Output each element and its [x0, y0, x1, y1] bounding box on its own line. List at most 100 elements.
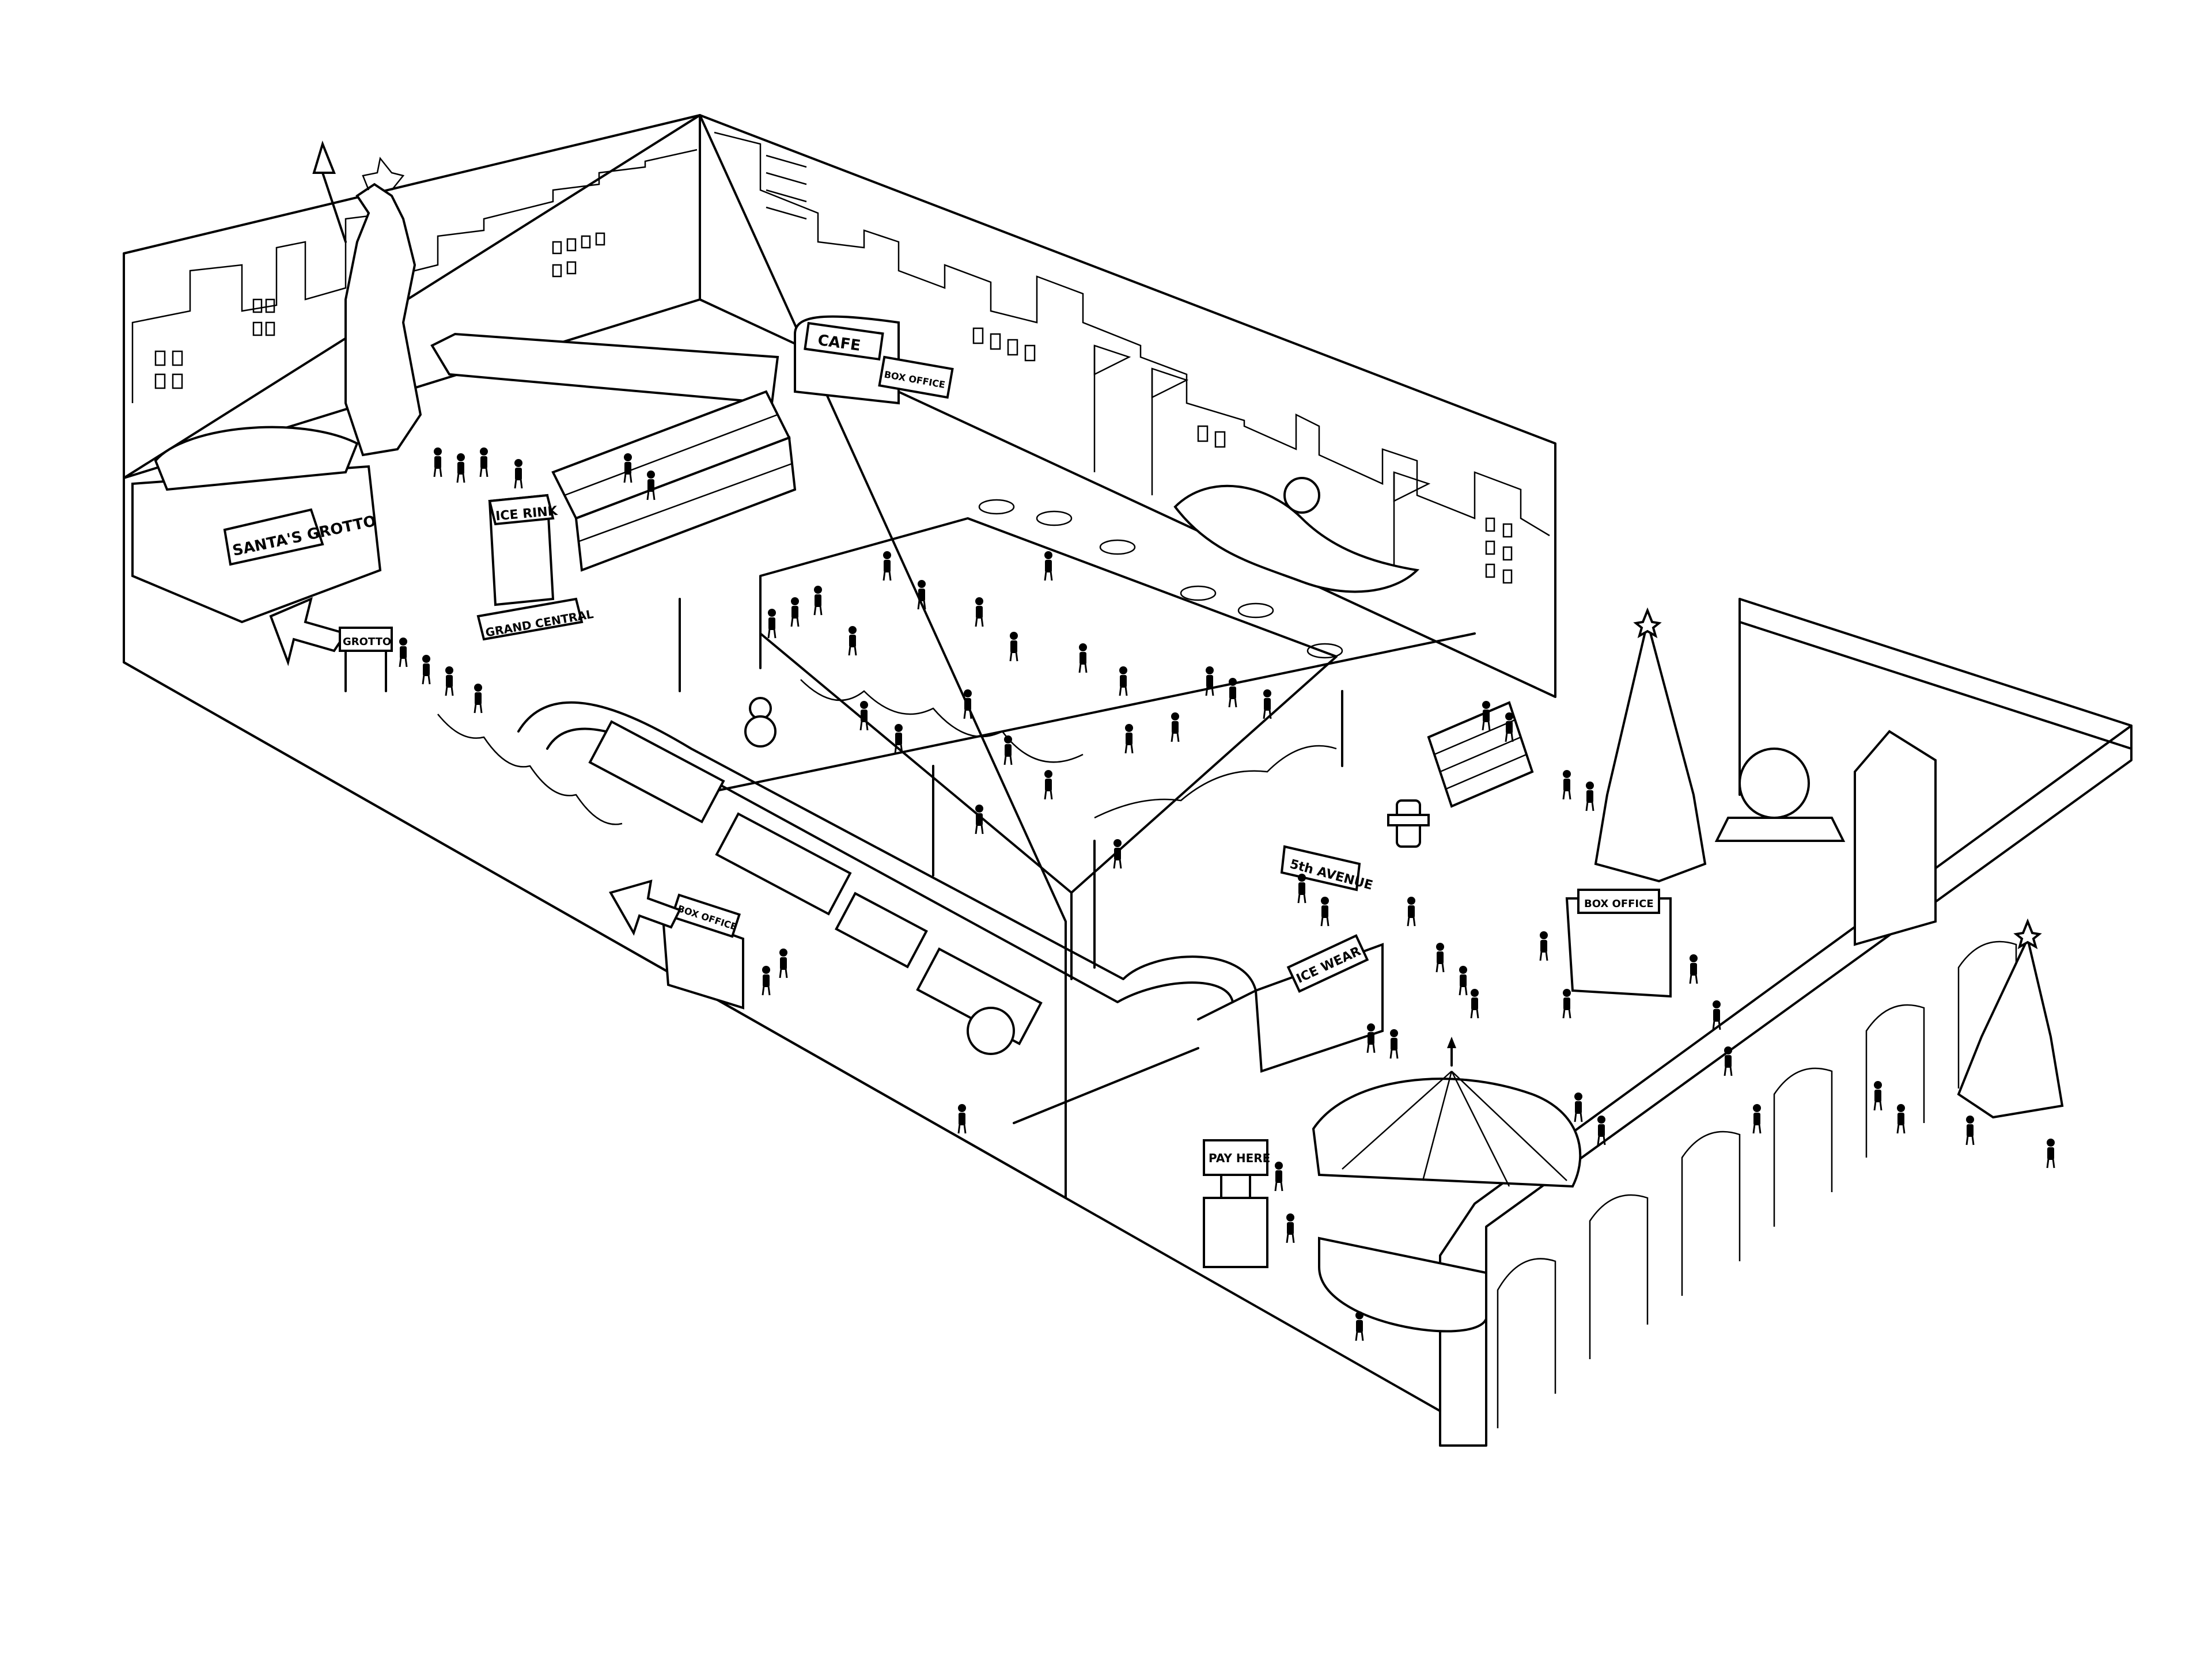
- christmas-tree-small-icon: [1957, 918, 2064, 1119]
- visitor-figure: [646, 471, 656, 500]
- visitor-figure: [762, 966, 771, 996]
- visitor-figure: [1435, 943, 1445, 973]
- visitor-figure: [1119, 666, 1128, 696]
- visitor-figure: [1574, 1093, 1583, 1122]
- visitor-figure: [790, 597, 800, 627]
- grotto-signpost: GROTTO: [339, 627, 393, 692]
- visitor-figure: [422, 655, 431, 685]
- visitor-figure: [1873, 1081, 1883, 1111]
- ice-rink-kiosk: ICE RINK: [488, 494, 559, 606]
- visitor-figure: [1752, 1104, 1762, 1134]
- visitor-figure: [1585, 782, 1594, 811]
- santas-grotto: SANTA'S GROTTO: [131, 426, 382, 666]
- skyline-windows-left: [154, 232, 605, 389]
- visitor-figure: [779, 949, 788, 978]
- visitor-figure: [1044, 770, 1053, 800]
- snow-globe: [1714, 748, 1846, 842]
- visitor-figure: [1044, 551, 1053, 581]
- visitor-figure: [1009, 632, 1018, 662]
- visitor-figure: [1320, 897, 1330, 927]
- visitor-figure: [767, 609, 777, 639]
- visitor-figure: [1205, 666, 1214, 696]
- visitor-figure: [1689, 954, 1698, 984]
- carousel: [1312, 1037, 1582, 1333]
- visitor-figure: [1562, 989, 1571, 1019]
- visitor-figure: [963, 689, 972, 719]
- visitor-figure: [1286, 1213, 1295, 1243]
- right-back-wall: [699, 114, 1556, 698]
- visitor-figure: [456, 453, 465, 483]
- visitors: [399, 447, 2055, 1341]
- visitor-figure: [445, 666, 454, 696]
- visitor-figure: [1482, 701, 1491, 731]
- visitor-figure: [433, 447, 442, 477]
- direction-arrow-icon: [608, 879, 681, 936]
- visitor-figure: [813, 586, 823, 616]
- locomotive-front-icon: [967, 1007, 1015, 1055]
- ice-rink: [679, 517, 1343, 980]
- visitor-figure: [1171, 712, 1180, 742]
- visitor-figure: [975, 805, 984, 834]
- visitor-figure: [1113, 839, 1122, 869]
- visitor-figure: [623, 453, 632, 483]
- visitor-figure: [848, 626, 857, 656]
- visitor-figure: [1407, 897, 1416, 927]
- visitor-figure: [894, 724, 903, 754]
- flags: [1093, 344, 1431, 576]
- entrance-arrow-icon: [269, 597, 348, 666]
- visitor-figure: [1712, 1000, 1721, 1030]
- golden-statue: [1173, 477, 1420, 593]
- rope-fence: [437, 714, 623, 825]
- visitor-figure: [917, 580, 926, 610]
- visitor-figure: [1724, 1046, 1733, 1076]
- visitor-figure: [1366, 1023, 1376, 1053]
- statue-of-liberty: [312, 140, 422, 457]
- floor-outline: [123, 114, 1476, 1447]
- visitor-figure: [1505, 712, 1514, 742]
- ice-wear-shop: ICE WEAR: [1254, 934, 1384, 1073]
- pay-here-sign: PAY HERE: [1209, 1151, 1270, 1165]
- visitor-figure: [1003, 735, 1013, 765]
- visitor-figure: [474, 684, 483, 714]
- visitor-figure: [1297, 874, 1306, 904]
- visitor-figure: [1389, 1029, 1399, 1059]
- visitor-figure: [859, 701, 869, 731]
- pay-here-booth: PAY HERE: [1203, 1139, 1270, 1268]
- visitor-figure: [882, 551, 892, 581]
- visitor-figure: [1562, 770, 1571, 800]
- visitor-figure: [975, 597, 984, 627]
- visitor-figure: [1539, 931, 1548, 961]
- fifth-avenue-signpost: 5th AVENUE: [1280, 845, 1374, 893]
- visitor-figure: [957, 1104, 967, 1134]
- banner-left-wall: [430, 332, 779, 405]
- visitor-figure: [1355, 1311, 1364, 1341]
- box-office-right: BOX OFFICE: [1565, 889, 1672, 998]
- cafe-tables: [978, 499, 1343, 659]
- visitor-figure: [399, 638, 408, 667]
- visitor-figure: [479, 447, 488, 477]
- skyline-windows-right: [766, 154, 1513, 584]
- visitor-figure: [1597, 1116, 1606, 1145]
- visitor-figure: [1965, 1116, 1975, 1145]
- visitor-figure: [1078, 643, 1088, 673]
- christmas-tree-large-icon: [1594, 607, 1707, 883]
- visitor-figure: [1470, 989, 1479, 1019]
- train: [588, 720, 1043, 1055]
- visitor-figure: [1124, 724, 1134, 754]
- visitor-figure: [1274, 1162, 1283, 1192]
- visitor-figure: [1459, 966, 1468, 996]
- visitor-figure: [1263, 689, 1272, 719]
- visitor-figure: [1228, 678, 1237, 708]
- cafe-building: CAFE BOX OFFICE: [794, 315, 954, 405]
- fire-hydrant-icon: [1387, 799, 1430, 848]
- visitor-figure: [514, 459, 523, 489]
- grotto-small-sign: GROTTO: [343, 636, 391, 648]
- house-facade: [1854, 730, 1937, 946]
- visitor-figure: [2046, 1139, 2055, 1169]
- steps: [1427, 701, 1534, 808]
- bleachers: [551, 390, 797, 572]
- box-office-right-sign: BOX OFFICE: [1584, 898, 1654, 910]
- box-office-left: BOX OFFICE: [661, 893, 744, 1010]
- visitor-figure: [1896, 1104, 1906, 1134]
